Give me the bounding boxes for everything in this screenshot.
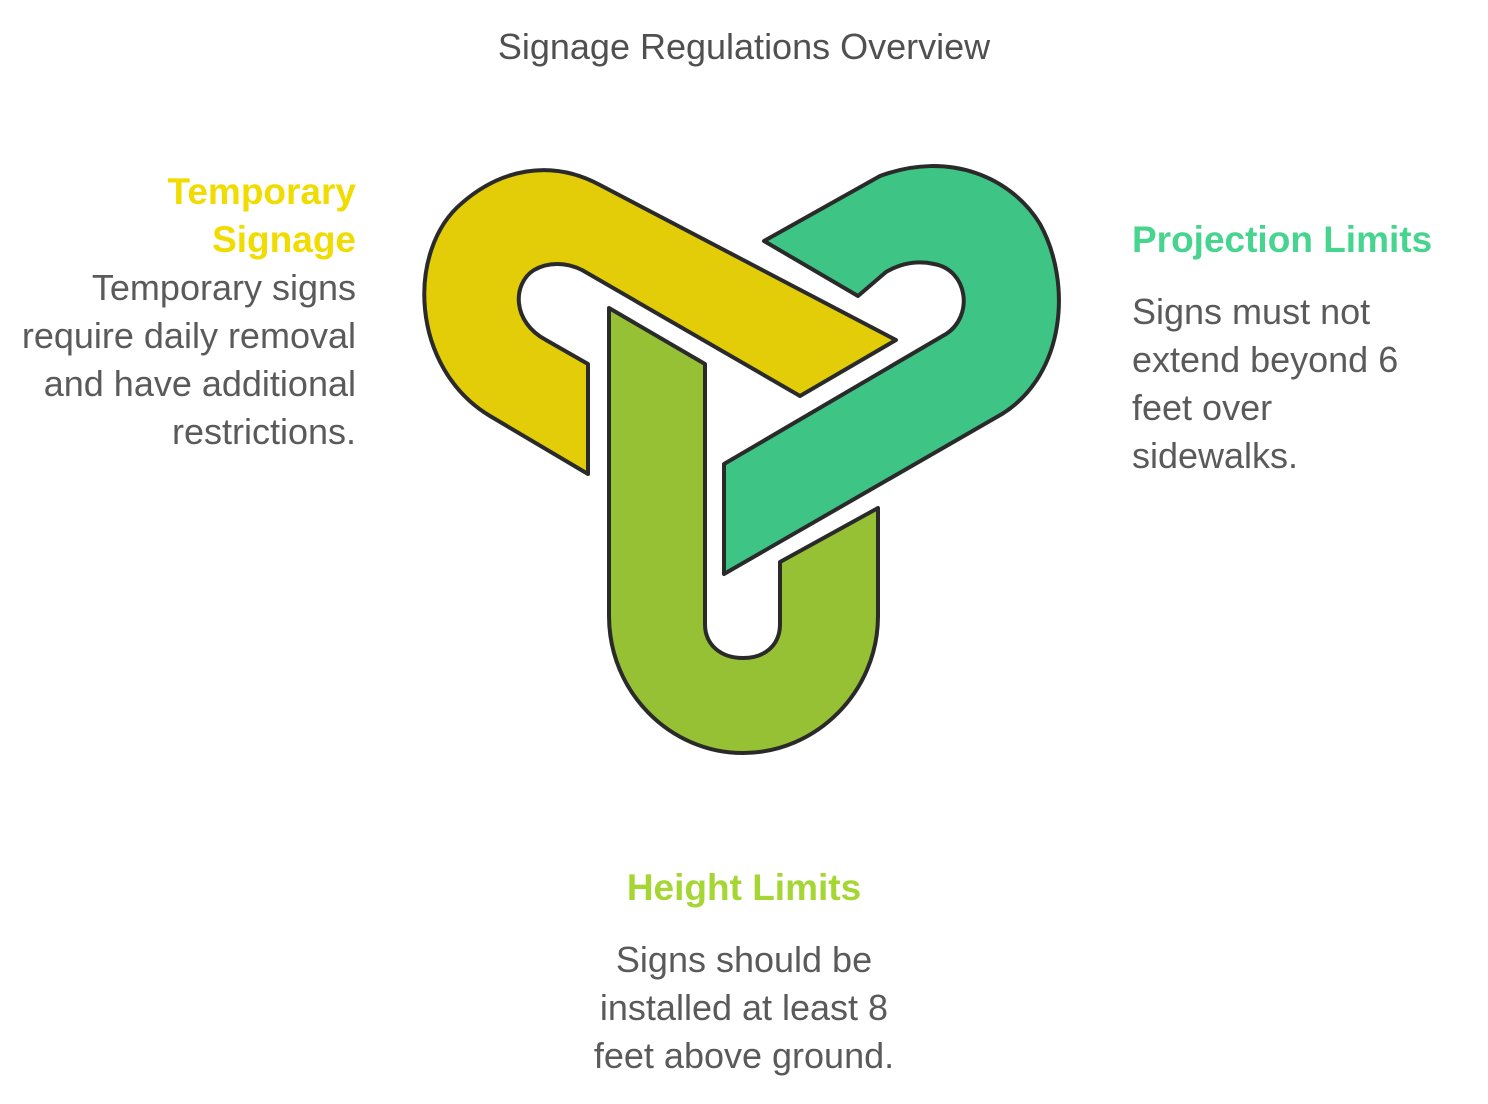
projection-limits-heading: Projection Limits xyxy=(1132,219,1433,260)
height-limits-description: Signs should be installed at least 8 fee… xyxy=(593,939,895,1076)
projection-limits-block: Projection Limits Signs must not extend … xyxy=(1132,216,1462,480)
temporary-signage-heading: Temporary Signage xyxy=(167,171,357,260)
diagram-title: Signage Regulations Overview xyxy=(497,26,991,67)
projection-limits-description: Signs must not extend beyond 6 feet over… xyxy=(1132,291,1399,476)
band-temporary-shape xyxy=(422,168,898,476)
band-projection-shape xyxy=(722,164,1061,576)
height-limits-block: Height Limits Signs should be installed … xyxy=(544,864,944,1080)
temporary-signage-description: Temporary signs require daily removal an… xyxy=(21,267,356,452)
temporary-signage-block: Temporary Signage Temporary signs requir… xyxy=(20,168,356,456)
height-limits-heading: Height Limits xyxy=(626,867,862,908)
band-height-shape xyxy=(607,306,880,755)
